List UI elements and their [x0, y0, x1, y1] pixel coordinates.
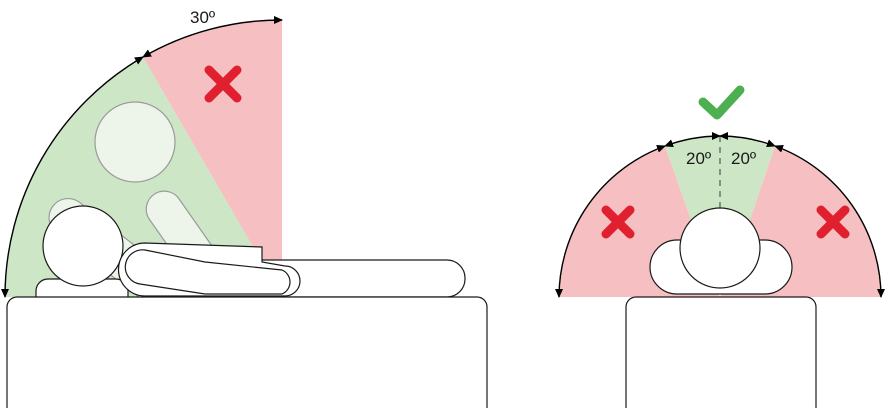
side-view: 30º	[5, 8, 487, 408]
bed	[7, 297, 487, 408]
left-angle-label: 20º	[686, 149, 711, 168]
front-head	[680, 208, 760, 288]
front-view: 20º 20º	[559, 90, 881, 408]
head	[43, 206, 123, 286]
right-angle-label: 20º	[731, 149, 756, 168]
side-angle-label: 30º	[190, 8, 215, 27]
front-bed	[626, 297, 816, 408]
ghost-head-upright	[95, 102, 175, 182]
check-icon	[703, 90, 740, 115]
